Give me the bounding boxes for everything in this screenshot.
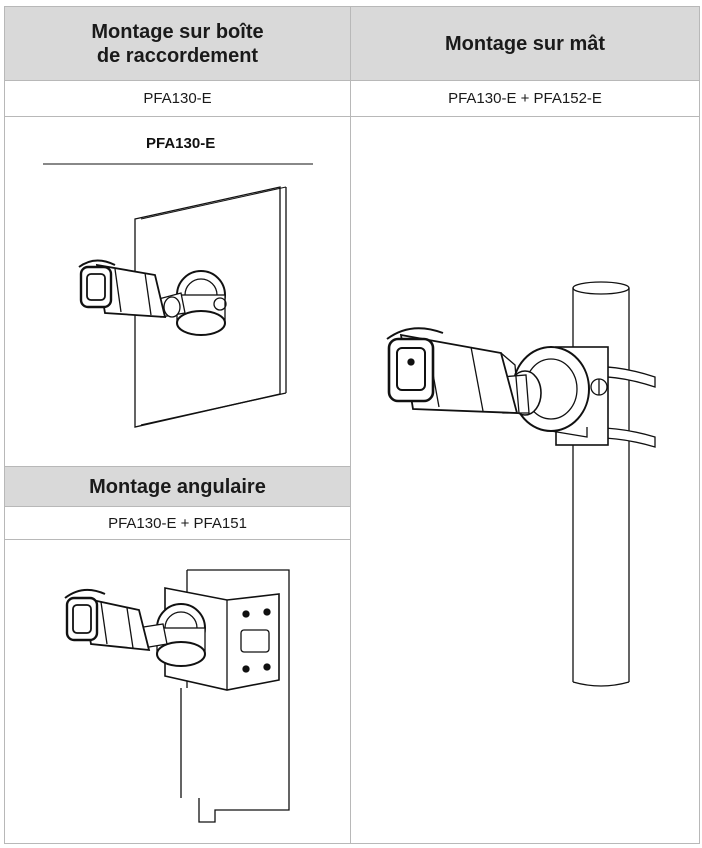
header-junction-box: Montage sur boîte de raccordement (4, 6, 351, 81)
model-junction-box: PFA130-E (4, 80, 351, 117)
model-junction-box-text: PFA130-E (143, 90, 212, 107)
header-corner-mount-text: Montage angulaire (89, 475, 266, 498)
model-pole-mount: PFA130-E + PFA152-E (350, 80, 700, 117)
figure-pole-mount-cell (350, 116, 700, 844)
model-corner-mount-text: PFA130-E + PFA151 (108, 514, 247, 532)
header-pole-mount-text: Montage sur mât (444, 32, 606, 55)
header-junction-box-line1: Montage sur boîte (91, 20, 264, 43)
header-pole-mount: Montage sur mât (350, 6, 700, 81)
figure-junction-box-label: PFA130-E (146, 135, 216, 152)
camera-corner-mount-illustration (64, 569, 290, 823)
model-corner-mount: PFA130-E + PFA151 (4, 506, 351, 540)
camera-pole-mount-illustration (386, 281, 656, 687)
model-pole-mount-text: PFA130-E + PFA152-E (448, 90, 602, 107)
header-junction-box-line2: de raccordement (96, 44, 259, 67)
mounting-table: Montage sur boîte de raccordement Montag… (4, 6, 700, 844)
header-corner-mount: Montage angulaire (4, 466, 351, 507)
figure-corner-mount-cell (4, 539, 351, 844)
figure-junction-box-cell: PFA130-E (4, 116, 351, 467)
camera-wall-mount-illustration (43, 163, 313, 428)
